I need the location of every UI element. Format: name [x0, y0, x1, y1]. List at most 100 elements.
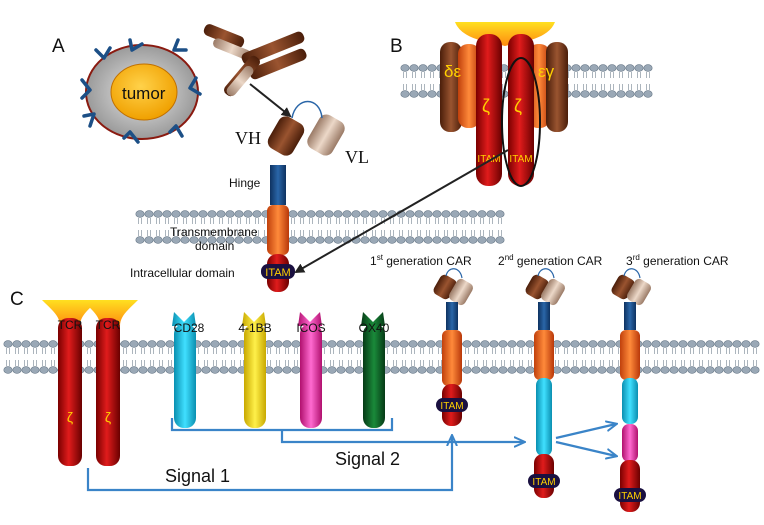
lipid-head: [417, 340, 427, 348]
lipid-tail: [240, 360, 244, 366]
lipid-head: [669, 340, 679, 348]
lipid-head: [351, 210, 361, 218]
lipid-head: [378, 236, 388, 244]
lipid-head: [714, 340, 724, 348]
zeta-label-c1: ζ: [67, 409, 73, 425]
lipid-head: [228, 366, 238, 374]
lipid-head: [30, 340, 40, 348]
panel-b-letter: B: [390, 36, 403, 57]
lipid-head: [687, 366, 697, 374]
lipid-head: [84, 340, 94, 348]
lipid-tail: [744, 348, 748, 354]
lipid-head: [171, 236, 181, 244]
lipid-head: [625, 90, 635, 98]
lipid-tail: [87, 348, 91, 354]
lipid-tail: [645, 348, 649, 354]
lipid-head: [643, 64, 653, 72]
lipid-tail: [318, 230, 322, 236]
intracellular-label: Intracellular domain: [130, 266, 235, 280]
lipid-head: [165, 366, 175, 374]
gen1-heading: 1st generation CAR: [370, 253, 472, 268]
lipid-tail: [165, 230, 169, 236]
lipid-tail: [345, 230, 349, 236]
lipid-tail: [330, 348, 334, 354]
lipid-tail: [628, 72, 632, 78]
lipid-tail: [646, 84, 650, 90]
tumor-antigens: [80, 38, 202, 144]
lipid-head: [606, 340, 616, 348]
lipid-tail: [483, 360, 487, 366]
lipid-head: [210, 340, 220, 348]
tcr-label-2: TCR: [96, 318, 121, 332]
lipid-head: [144, 210, 154, 218]
lipid-tail: [291, 218, 295, 224]
lipid-tail: [219, 230, 223, 236]
lipid-head: [486, 210, 496, 218]
lipid-tail: [204, 348, 208, 354]
transmembrane-label: Transmembrane: [170, 225, 258, 239]
lipid-head: [291, 366, 301, 374]
lipid-head: [450, 210, 460, 218]
lipid-tail: [174, 218, 178, 224]
lipid-tail: [438, 360, 442, 366]
lipid-tail: [168, 348, 172, 354]
lipid-tail: [390, 230, 394, 236]
lipid-tail: [276, 360, 280, 366]
lipid-head: [327, 366, 337, 374]
lipid-tail: [483, 348, 487, 354]
lipid-head: [165, 340, 175, 348]
lipid-tail: [502, 72, 506, 78]
lipid-tail: [519, 360, 523, 366]
lipid-tail: [222, 348, 226, 354]
lipid-head: [369, 210, 379, 218]
lipid-tail: [345, 218, 349, 224]
lipid-head: [147, 340, 157, 348]
lipid-head: [252, 236, 262, 244]
lipid-head: [156, 340, 166, 348]
lipid-head: [426, 340, 436, 348]
car-a-transmembrane: [267, 205, 289, 255]
lipid-head: [297, 236, 307, 244]
itam-label-gen3: ITAM: [618, 491, 641, 502]
lipid-head: [588, 340, 598, 348]
car-gen2: [525, 268, 565, 498]
signal-2-label: Signal 2: [335, 449, 400, 469]
lipid-head: [459, 210, 469, 218]
lipid-head: [400, 90, 410, 98]
lipid-tail: [408, 218, 412, 224]
lipid-head: [354, 366, 364, 374]
lipid-head: [427, 64, 437, 72]
tcr-receptor: [42, 300, 138, 466]
lipid-head: [450, 236, 460, 244]
svg-text:ITAM: ITAM: [265, 267, 290, 279]
lipid-tail: [330, 360, 334, 366]
lipid-tail: [213, 360, 217, 366]
lipid-tail: [213, 348, 217, 354]
lipid-tail: [489, 218, 493, 224]
lipid-tail: [753, 360, 757, 366]
lipid-head: [625, 64, 635, 72]
lipid-tail: [291, 230, 295, 236]
lipid-head: [189, 236, 199, 244]
lipid-tail: [204, 360, 208, 366]
lipid-tail: [285, 348, 289, 354]
lipid-tail: [357, 348, 361, 354]
lipid-tail: [430, 72, 434, 78]
lipid-tail: [399, 230, 403, 236]
lipid-tail: [411, 360, 415, 366]
lipid-tail: [372, 218, 376, 224]
lipid-head: [21, 340, 31, 348]
lipid-head: [390, 366, 400, 374]
lipid-head: [477, 236, 487, 244]
lipid-tail: [663, 348, 667, 354]
ox40-label: OX40: [359, 321, 390, 335]
lipid-tail: [681, 348, 685, 354]
lipid-head: [156, 366, 166, 374]
lipid-head: [516, 366, 526, 374]
lipid-tail: [246, 218, 250, 224]
lipid-head: [354, 340, 364, 348]
lipid-head: [471, 340, 481, 348]
lipid-tail: [42, 360, 46, 366]
lipid-head: [216, 210, 226, 218]
lipid-tail: [564, 360, 568, 366]
